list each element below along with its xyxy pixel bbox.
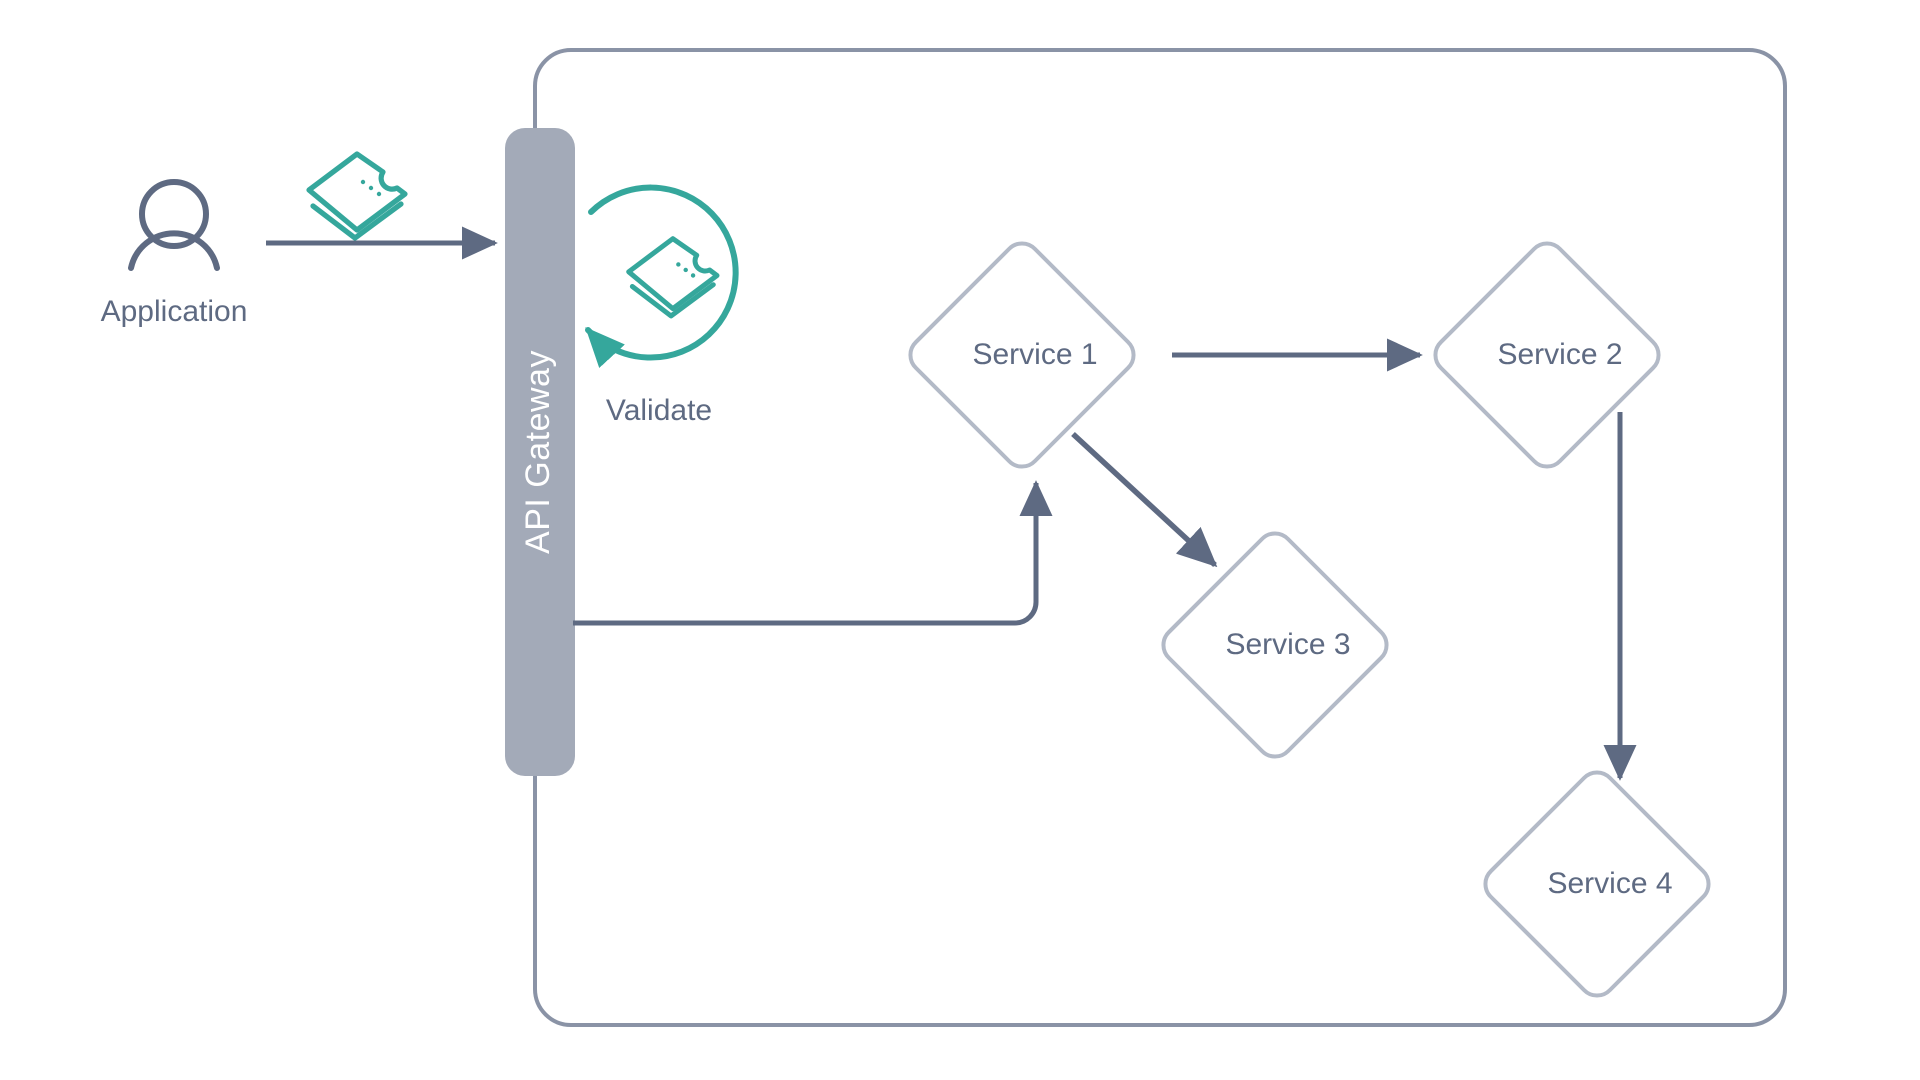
- ticket-stack-icon-request: [306, 151, 408, 241]
- service-4-node[interactable]: Service 4: [1483, 770, 1711, 998]
- service-1-node[interactable]: Service 1: [908, 241, 1136, 469]
- conn-gateway-to-service1: [573, 480, 1053, 626]
- service-1-diamond[interactable]: [908, 241, 1136, 469]
- validate-refresh-arc-icon: [585, 184, 739, 369]
- conn-service1-to-service3: [1071, 431, 1218, 568]
- service-4-diamond[interactable]: [1483, 770, 1711, 998]
- api-gateway-rect[interactable]: [505, 128, 575, 776]
- api-gateway-label: API Gateway: [519, 350, 557, 554]
- application-actor: Application: [101, 179, 248, 328]
- service1-to-service3-arrow: [1071, 431, 1218, 568]
- api-gateway-bar[interactable]: API Gateway: [505, 128, 575, 776]
- person-icon: [128, 179, 220, 271]
- service-3-diamond[interactable]: [1161, 531, 1389, 759]
- validate-loop: Validate: [585, 184, 739, 427]
- service-3-node[interactable]: Service 3: [1161, 531, 1389, 759]
- service-2-diamond[interactable]: [1433, 241, 1661, 469]
- service-2-label: Service 2: [1497, 338, 1622, 371]
- service-2-node[interactable]: Service 2: [1433, 241, 1661, 469]
- service-1-label: Service 1: [972, 338, 1097, 371]
- application-label: Application: [101, 295, 248, 328]
- gateway-to-service1-arrow: [573, 480, 1053, 626]
- ticket-stack-icon-validate: [626, 236, 720, 319]
- validate-label: Validate: [606, 394, 712, 427]
- service-3-label: Service 3: [1225, 628, 1350, 661]
- service-4-label: Service 4: [1547, 867, 1672, 900]
